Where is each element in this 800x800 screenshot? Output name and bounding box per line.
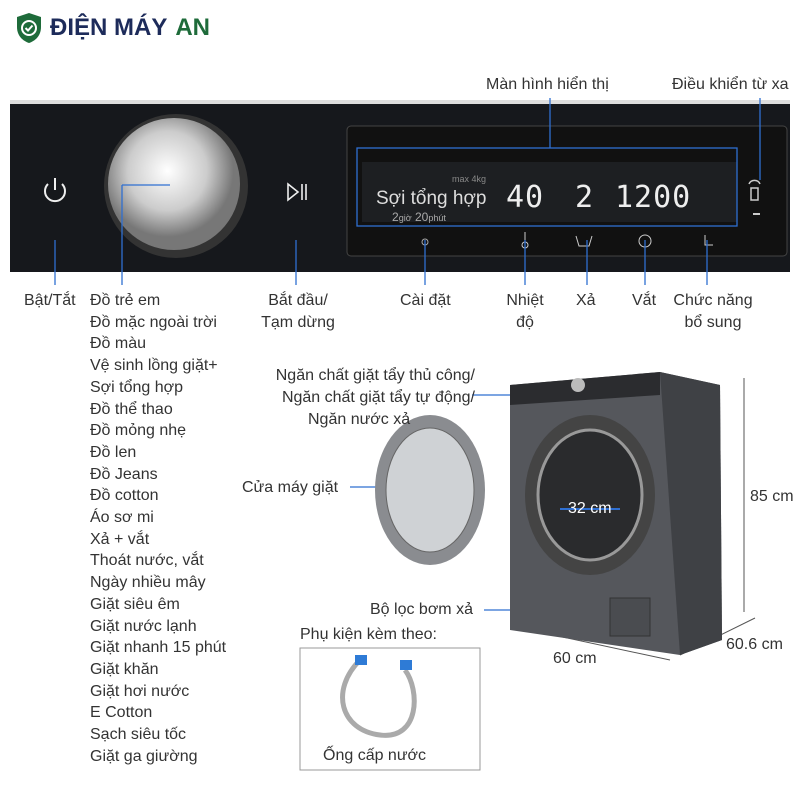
program-item: Giặt nước lạnh bbox=[90, 617, 197, 635]
label-detergent-drawer: Ngăn chất giặt tẩy thủ công/Ngăn chất gi… bbox=[275, 367, 475, 428]
program-item: Ngày nhiều mây bbox=[90, 574, 206, 592]
program-list: Đồ trẻ em Đồ mặc ngoài trời Đồ màu Vệ sinh … bbox=[90, 290, 226, 767]
shield-check-icon bbox=[17, 13, 41, 43]
display-max-load: max 4kg bbox=[452, 174, 487, 184]
label-screen: Màn hình hiển thị bbox=[486, 76, 609, 93]
program-item: Đồ Jeans bbox=[90, 465, 158, 483]
rinse-icon bbox=[575, 235, 593, 247]
program-item: Đồ trẻ em bbox=[90, 292, 161, 309]
label-filter: Bộ lọc bơm xả bbox=[370, 601, 473, 618]
program-item: Sợi tổng hợp bbox=[90, 378, 184, 396]
label-drum-diameter: 32 cm bbox=[568, 500, 612, 517]
label-spin: Vắt bbox=[632, 292, 657, 309]
label-settings: Cài đặt bbox=[400, 292, 451, 309]
program-item: Áo sơ mi bbox=[90, 509, 154, 527]
program-item: Xả + vắt bbox=[90, 530, 150, 548]
display-temperature: 40 bbox=[506, 180, 545, 215]
program-item: Đồ thể thao bbox=[90, 400, 173, 418]
program-item: Đồ cotton bbox=[90, 487, 159, 505]
brand-accent: AN bbox=[175, 14, 211, 41]
label-door: Cửa máy giặt bbox=[242, 479, 339, 496]
label-depth: 60.6 cm bbox=[726, 636, 783, 653]
display-time: 2giờ 20phút bbox=[392, 210, 446, 224]
label-water-hose: Ống cấp nước bbox=[323, 747, 427, 764]
program-item: Giặt hơi nước bbox=[90, 682, 190, 700]
label-start-pause: Bắt đầu/Tạm dừng bbox=[261, 292, 335, 331]
program-item: Giặt ga giường bbox=[90, 747, 198, 765]
remote-icon bbox=[748, 179, 761, 201]
extra-function-icon bbox=[704, 235, 713, 246]
program-item: Giặt nhanh 15 phút bbox=[90, 639, 227, 657]
washing-machine-illustration bbox=[375, 372, 722, 655]
display-program: Sợi tổng hợp bbox=[376, 188, 487, 209]
program-item: Đồ màu bbox=[90, 335, 147, 353]
program-item: Giặt khăn bbox=[90, 660, 159, 678]
program-item: Đồ mỏng nhẹ bbox=[90, 422, 187, 440]
label-power: Bật/Tắt bbox=[24, 292, 76, 309]
program-item: Đồ len bbox=[90, 443, 137, 461]
label-accessories: Phụ kiện kèm theo: bbox=[300, 626, 437, 643]
label-remote: Điều khiển từ xa bbox=[672, 76, 789, 93]
display-rinse: 2 bbox=[575, 180, 595, 215]
program-item: Đồ mặc ngoài trời bbox=[90, 313, 217, 331]
label-height: 85 cm bbox=[750, 488, 794, 505]
power-icon bbox=[44, 178, 66, 203]
program-item: Vệ sinh lồng giặt+ bbox=[90, 357, 218, 375]
program-item: Thoát nước, vắt bbox=[90, 552, 204, 570]
water-hose-icon bbox=[340, 655, 417, 738]
brand-logo: ĐIỆN MÁY AN bbox=[16, 12, 210, 44]
label-width: 60 cm bbox=[553, 650, 597, 667]
program-item: Giặt siêu êm bbox=[90, 595, 180, 613]
label-rinse: Xả bbox=[576, 292, 596, 309]
program-item: E Cotton bbox=[90, 704, 153, 722]
brand-name: ĐIỆN MÁY bbox=[50, 14, 168, 41]
control-panel: Sợi tổng hợp max 4kg 2giờ 20phút 40 2 12… bbox=[10, 100, 790, 272]
program-item: Sạch siêu tốc bbox=[90, 726, 187, 744]
display-spin: 1200 bbox=[615, 180, 692, 215]
play-pause-icon bbox=[287, 182, 307, 202]
